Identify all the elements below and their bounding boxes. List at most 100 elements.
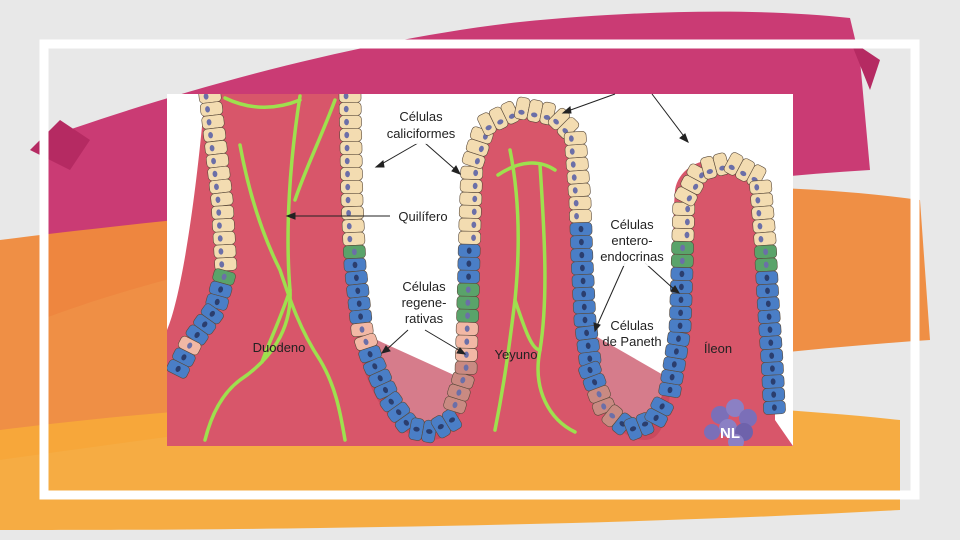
arrowhead bbox=[679, 133, 689, 144]
absorptive-cell bbox=[349, 309, 373, 325]
absorptive-cell bbox=[669, 292, 693, 307]
goblet-cell bbox=[458, 204, 482, 219]
label-bg-goblet bbox=[382, 108, 460, 144]
epithelial-cells bbox=[167, 94, 786, 444]
label-jejunum: Yeyuno bbox=[495, 347, 538, 362]
absorptive-cell bbox=[200, 303, 224, 325]
absorptive-cell bbox=[755, 270, 779, 285]
arrow-enteroendocrine-right bbox=[644, 262, 677, 292]
absorptive-cell bbox=[193, 313, 217, 335]
enteroendocrine-cell bbox=[342, 244, 366, 260]
goblet-cell bbox=[569, 209, 592, 224]
absorptive-cell bbox=[441, 408, 463, 432]
absorptive-cell bbox=[571, 273, 595, 289]
label-goblet-line1: Células bbox=[399, 109, 443, 124]
intestinal-villi-diagram: NL Células calic bbox=[167, 93, 793, 446]
absorptive-cell bbox=[457, 256, 481, 271]
absorptive-cell bbox=[570, 260, 594, 276]
absorptive-cell bbox=[572, 286, 596, 302]
goblet-cell bbox=[339, 115, 362, 129]
absorptive-cell bbox=[759, 335, 783, 350]
goblet-cell bbox=[461, 151, 486, 169]
regenerative-cell bbox=[455, 334, 479, 349]
label-goblet-line2: caliciformes bbox=[387, 126, 456, 141]
lacteal-duodenum-4 bbox=[260, 98, 337, 364]
absorptive-cell bbox=[670, 266, 694, 281]
absorptive-cell bbox=[756, 283, 779, 298]
regenerative-cell bbox=[350, 321, 374, 338]
label-paneth-line1: Células bbox=[610, 318, 654, 333]
goblet-cell bbox=[751, 205, 775, 221]
absorptive-cell bbox=[343, 257, 367, 273]
absorptive-cell bbox=[573, 312, 597, 328]
absorptive-cell bbox=[758, 322, 782, 337]
goblet-cell bbox=[671, 227, 695, 242]
absorptive-cell bbox=[762, 387, 786, 402]
absorptive-cell bbox=[576, 338, 600, 354]
arrow-goblet-right bbox=[424, 142, 459, 173]
absorptive-cell bbox=[650, 396, 674, 417]
goblet-cell bbox=[749, 179, 773, 195]
arrowhead bbox=[285, 212, 296, 220]
absorptive-cell bbox=[457, 269, 480, 284]
arrowhead bbox=[670, 285, 681, 294]
arrowhead bbox=[374, 160, 385, 168]
lacteal-jejunum-3 bbox=[513, 298, 542, 352]
label-duodenum: Duodeno bbox=[253, 340, 306, 355]
goblet-cell bbox=[547, 107, 570, 130]
goblet-cell bbox=[563, 130, 587, 146]
absorptive-cell bbox=[570, 248, 594, 263]
absorptive-cell bbox=[167, 359, 190, 379]
goblet-cell bbox=[752, 218, 776, 234]
nl-logo-text: NL bbox=[720, 425, 740, 442]
goblet-cell bbox=[208, 178, 232, 194]
arrow-regenerative-left bbox=[384, 329, 409, 352]
lacteal-duodenum-3 bbox=[238, 143, 347, 442]
villi-tissue bbox=[167, 94, 793, 446]
enteroendocrine-cell bbox=[456, 308, 479, 323]
label-paneth-line2: de Paneth bbox=[602, 334, 661, 349]
absorptive-cell bbox=[756, 296, 780, 312]
lacteal-jejunum-2 bbox=[496, 161, 577, 434]
absorptive-cell bbox=[570, 235, 593, 250]
absorptive-cell bbox=[346, 283, 370, 299]
enteroendocrine-cell bbox=[670, 253, 694, 268]
absorptive-cell bbox=[760, 361, 784, 376]
absorptive-cell bbox=[208, 280, 233, 299]
goblet-cell bbox=[198, 94, 222, 104]
arrowhead bbox=[593, 322, 601, 333]
goblet-cell bbox=[210, 191, 234, 207]
arrowhead bbox=[380, 345, 391, 354]
goblet-cell bbox=[458, 230, 481, 245]
absorptive-cell bbox=[457, 243, 481, 258]
arrow-enteroendocrine-left bbox=[595, 262, 626, 329]
goblet-cell bbox=[674, 186, 698, 207]
label-ileum: Íleon bbox=[704, 341, 732, 356]
absorptive-cell bbox=[668, 318, 692, 333]
enteroendocrine-cell bbox=[456, 295, 480, 310]
lacteal-duodenum-1 bbox=[223, 96, 302, 109]
label-bg-regenerative bbox=[396, 278, 452, 328]
goblet-cell bbox=[565, 156, 589, 172]
goblet-cell bbox=[340, 167, 363, 181]
goblet-cell bbox=[566, 169, 590, 185]
goblet-cell bbox=[477, 112, 497, 136]
absorptive-cell bbox=[662, 356, 686, 373]
goblet-cell bbox=[339, 141, 363, 155]
arrowhead bbox=[451, 165, 462, 175]
label-bg-lacteal bbox=[392, 207, 454, 225]
absorptive-cell bbox=[344, 270, 368, 286]
goblet-cell bbox=[459, 178, 483, 193]
arrowhead bbox=[456, 347, 467, 355]
goblet-cell bbox=[201, 114, 225, 130]
absorptive-cell bbox=[569, 222, 593, 237]
label-bg-enteroendocrine bbox=[602, 216, 666, 266]
goblet-cell bbox=[686, 163, 710, 184]
label-enteroendocrine-line1: Células bbox=[610, 217, 654, 232]
slide-frame bbox=[39, 39, 920, 500]
label-regenerative-line2: regene- bbox=[402, 295, 447, 310]
lacteals bbox=[203, 94, 577, 442]
lacteal-duodenum-2 bbox=[203, 94, 302, 442]
goblet-cell bbox=[458, 217, 482, 232]
absorptive-cell bbox=[757, 309, 781, 324]
